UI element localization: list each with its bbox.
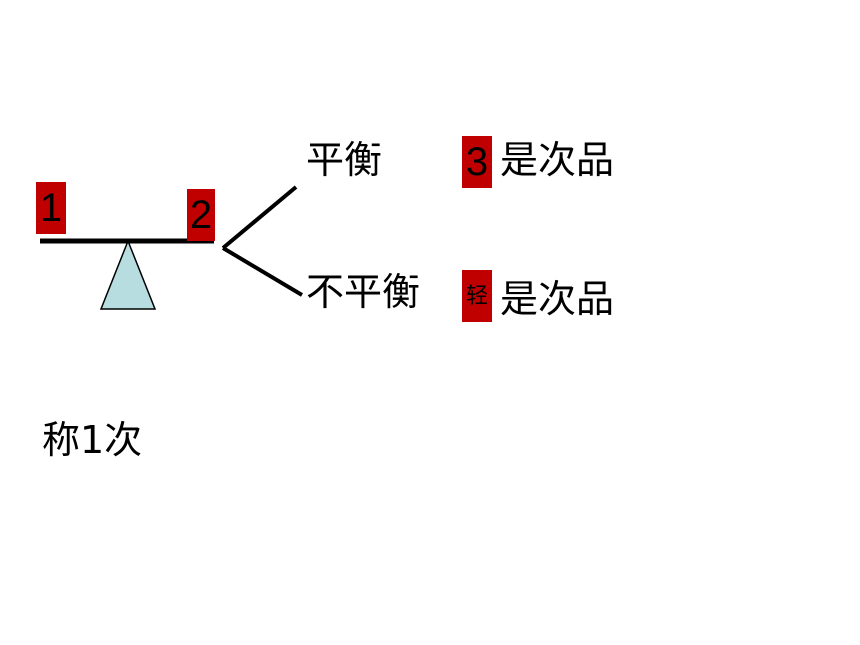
- balanced-coin-box: 3: [462, 136, 492, 188]
- fulcrum-triangle-icon: [99, 238, 157, 310]
- unbalanced-result-text: 是次品: [500, 277, 615, 321]
- balanced-result-text: 是次品: [500, 138, 615, 182]
- branch-line-unbalanced: [221, 246, 304, 297]
- weigh-count-text: 称1次: [42, 418, 143, 462]
- right-pan-coin-box: 2: [187, 189, 215, 241]
- branch-label-unbalanced: 不平衡: [306, 270, 421, 314]
- unbalanced-coin-box: 轻: [462, 270, 492, 322]
- branch-label-balanced: 平衡: [306, 138, 383, 182]
- branch-line-balanced: [221, 185, 298, 250]
- left-pan-coin-box: 1: [36, 182, 66, 234]
